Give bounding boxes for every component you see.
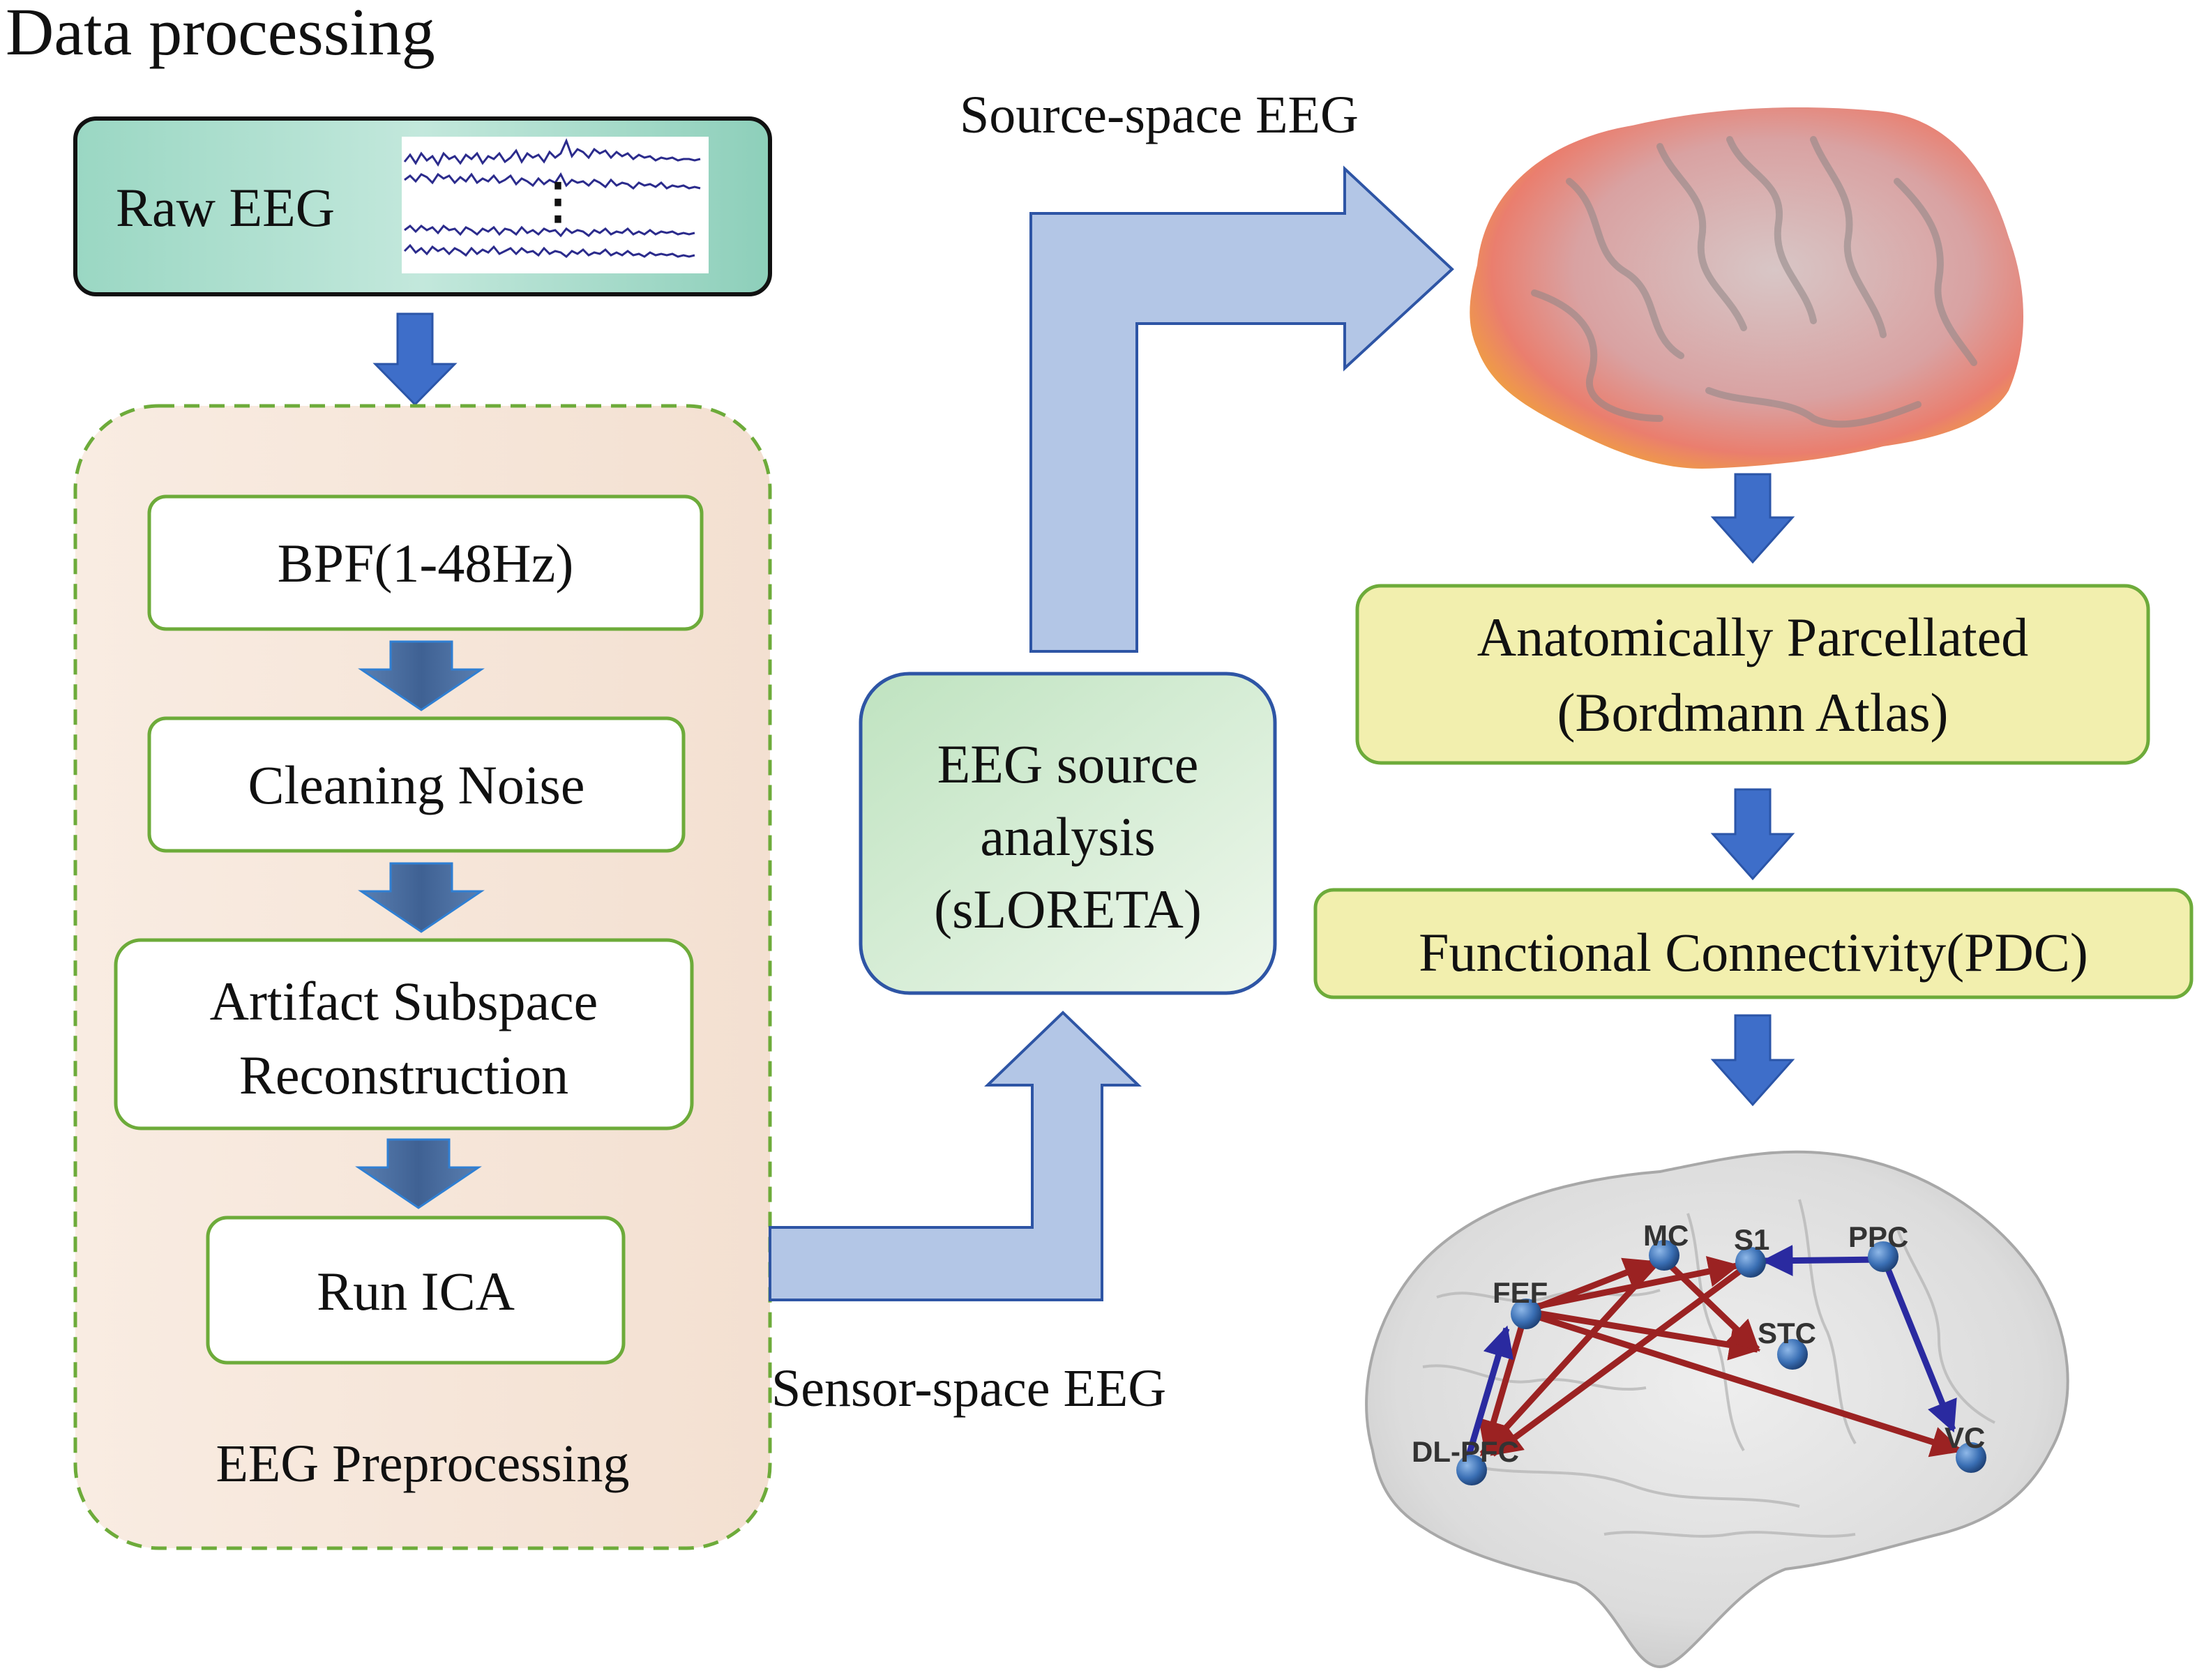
source-analysis-line3: (sLORETA) bbox=[934, 879, 1202, 939]
parcellation-box bbox=[1355, 584, 2150, 765]
node-ppc bbox=[1868, 1241, 1898, 1272]
preprocessing-group-label: EEG Preprocessing bbox=[216, 1435, 629, 1493]
step-bpf-box bbox=[147, 494, 704, 631]
eeg-ellipsis: ⋮ bbox=[534, 175, 582, 229]
network-nodes bbox=[1456, 1240, 1986, 1485]
raw-eeg-node: Raw EEG ⋮ bbox=[73, 116, 772, 296]
eeg-trace-4 bbox=[403, 243, 695, 258]
eeg-trace-2 bbox=[404, 172, 701, 190]
source-analysis-line2: analysis bbox=[980, 806, 1155, 867]
step-cleaning-box bbox=[147, 716, 686, 853]
node-fef bbox=[1511, 1299, 1541, 1329]
edge-fef-stc bbox=[1532, 1309, 1761, 1361]
step-ica-label: Run ICA bbox=[317, 1261, 515, 1322]
node-label-s1: S1 bbox=[1734, 1223, 1769, 1256]
step-arrow-1 bbox=[358, 640, 485, 711]
network-node-labels: MC S1 PPC FEF STC DL-PFC VC bbox=[1412, 1219, 1985, 1468]
node-vc bbox=[1956, 1442, 1986, 1473]
connectivity-brain-image bbox=[1365, 1150, 2069, 1669]
connectivity-box bbox=[1313, 888, 2194, 999]
source-space-flow-arrow bbox=[1029, 165, 1454, 653]
node-s1 bbox=[1735, 1247, 1766, 1278]
glass-brain-folds bbox=[1422, 1199, 1995, 1538]
eeg-trace-1 bbox=[403, 137, 701, 167]
node-dlpfc bbox=[1456, 1455, 1487, 1485]
step-arrow-2 bbox=[358, 862, 485, 933]
node-label-fef: FEF bbox=[1493, 1276, 1548, 1309]
diagram-title: Data processing bbox=[6, 0, 435, 69]
sensor-space-flow-arrow bbox=[769, 1011, 1142, 1301]
parcellation-line2: (Bordmann Atlas) bbox=[1557, 682, 1948, 743]
source-analysis-line1: EEG source bbox=[937, 734, 1199, 794]
edge-mc-stc bbox=[1664, 1259, 1760, 1352]
source-brain-shape bbox=[1470, 107, 2024, 469]
preprocessing-group: BPF(1-48Hz) Cleaning Noise Artifact Subs… bbox=[73, 404, 772, 1550]
source-brain-gyri bbox=[1531, 136, 1977, 428]
node-label-stc: STC bbox=[1758, 1317, 1816, 1349]
raw-eeg-label: Raw EEG bbox=[116, 177, 335, 238]
parcellation-line1: Anatomically Parcellated bbox=[1477, 607, 2029, 667]
glass-brain-shape bbox=[1365, 1150, 2069, 1669]
down-arrow-raw-to-preprocessing bbox=[372, 312, 458, 407]
node-mc bbox=[1649, 1240, 1679, 1271]
node-label-vc: VC bbox=[1945, 1421, 1985, 1454]
down-arrow-parcellation-to-connectivity bbox=[1710, 788, 1795, 881]
node-label-dlpfc: DL-PFC bbox=[1412, 1435, 1519, 1468]
sensor-space-label: Sensor-space EEG bbox=[771, 1359, 1166, 1418]
eeg-trace-3 bbox=[404, 224, 695, 238]
node-label-mc: MC bbox=[1643, 1219, 1689, 1252]
step-asr-label-line1: Artifact Subspace bbox=[210, 971, 598, 1031]
node-stc bbox=[1777, 1339, 1808, 1370]
step-ica-box bbox=[206, 1216, 626, 1365]
source-analysis-box bbox=[859, 672, 1277, 995]
step-arrow-3 bbox=[355, 1138, 482, 1209]
connectivity-label: Functional Connectivity(PDC) bbox=[1419, 922, 2088, 983]
step-asr-box bbox=[114, 938, 694, 1130]
source-brain-image bbox=[1470, 107, 2024, 469]
down-arrow-brain-to-parcellation bbox=[1710, 473, 1795, 564]
down-arrow-connectivity-to-network bbox=[1710, 1014, 1795, 1107]
edge-ppc-s1 bbox=[1761, 1245, 1884, 1277]
connectivity-edges bbox=[1465, 1245, 1963, 1459]
edge-mc-dlpfc bbox=[1479, 1256, 1663, 1457]
source-space-label: Source-space EEG bbox=[960, 86, 1359, 144]
node-label-ppc: PPC bbox=[1848, 1220, 1908, 1253]
step-bpf-label: BPF(1-48Hz) bbox=[278, 533, 574, 593]
eeg-traces bbox=[403, 137, 701, 258]
edge-dlpfc-fef bbox=[1465, 1325, 1514, 1459]
edge-ppc-vc bbox=[1883, 1264, 1957, 1433]
step-cleaning-label: Cleaning Noise bbox=[248, 755, 584, 815]
edge-fef-vc bbox=[1530, 1311, 1963, 1458]
step-asr-label-line2: Reconstruction bbox=[239, 1045, 568, 1105]
